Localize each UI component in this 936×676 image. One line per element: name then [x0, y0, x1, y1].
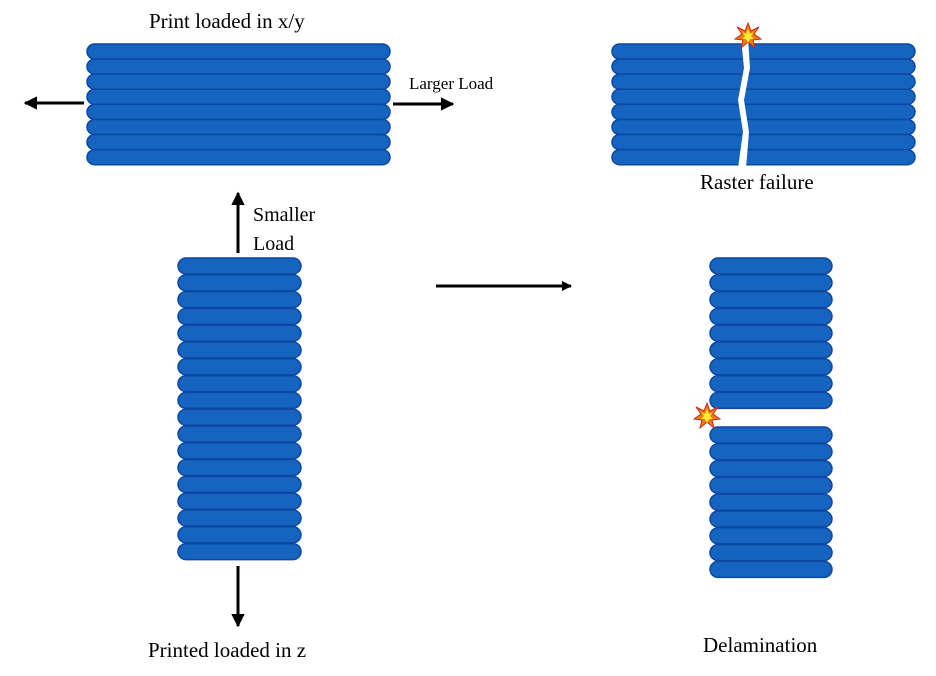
- raster-failure-strand-stack: [611, 43, 916, 166]
- strand: [177, 257, 302, 275]
- strand: [177, 324, 302, 342]
- strand: [611, 43, 916, 60]
- strand: [709, 391, 833, 410]
- strand: [709, 527, 833, 545]
- strand: [709, 324, 833, 342]
- delamination-lower-stack: [709, 426, 833, 579]
- strand: [177, 526, 302, 544]
- strand: [86, 103, 391, 121]
- strand: [709, 426, 833, 444]
- strand: [177, 425, 302, 443]
- strand: [177, 442, 302, 460]
- z-load-title: Printed loaded in z: [148, 638, 307, 662]
- strand: [86, 118, 391, 136]
- raster-crack: [738, 38, 750, 168]
- strand: [86, 148, 391, 166]
- strand: [709, 358, 833, 376]
- strand: [709, 510, 833, 528]
- strand: [709, 493, 833, 511]
- strand: [86, 73, 391, 90]
- strand: [611, 73, 916, 90]
- strand: [177, 492, 302, 510]
- strand: [86, 43, 391, 60]
- strand: [177, 374, 302, 393]
- strand: [709, 257, 833, 275]
- larger-load-label: Larger Load: [409, 74, 494, 93]
- delamination-upper-stack: [709, 257, 833, 410]
- smaller-load-label: Smaller Load: [253, 204, 316, 255]
- strand: [611, 133, 916, 151]
- strand: [177, 290, 302, 309]
- strand: [709, 443, 833, 461]
- delamination-label: Delamination: [703, 633, 818, 657]
- strand: [709, 274, 833, 292]
- strand: [709, 543, 833, 562]
- z-print-strand-stack: [177, 257, 302, 561]
- strand: [177, 358, 302, 376]
- strand: [611, 58, 916, 75]
- strand: [177, 458, 302, 477]
- strand: [86, 58, 391, 75]
- strand: [177, 542, 302, 561]
- strand: [177, 391, 302, 410]
- strand: [86, 88, 391, 106]
- strand: [709, 307, 833, 326]
- strand: [611, 103, 916, 121]
- strand: [177, 408, 302, 426]
- raster-failure-label: Raster failure: [700, 170, 814, 194]
- strand: [177, 307, 302, 326]
- xy-load-title: Print loaded in x/y: [149, 9, 305, 33]
- strand: [177, 274, 302, 292]
- strand: [86, 133, 391, 151]
- spark-icon: [692, 401, 722, 430]
- strand: [709, 374, 833, 393]
- strand: [177, 509, 302, 527]
- strand: [709, 476, 833, 495]
- spark-icon: [733, 21, 763, 50]
- strand: [611, 118, 916, 136]
- strand: [709, 341, 833, 359]
- strand: [177, 341, 302, 359]
- strand: [709, 459, 833, 478]
- strand: [611, 148, 916, 166]
- strand: [177, 475, 302, 494]
- xy-print-strand-stack: [86, 43, 391, 166]
- strand: [611, 88, 916, 106]
- strand: [709, 290, 833, 309]
- strand: [709, 560, 833, 579]
